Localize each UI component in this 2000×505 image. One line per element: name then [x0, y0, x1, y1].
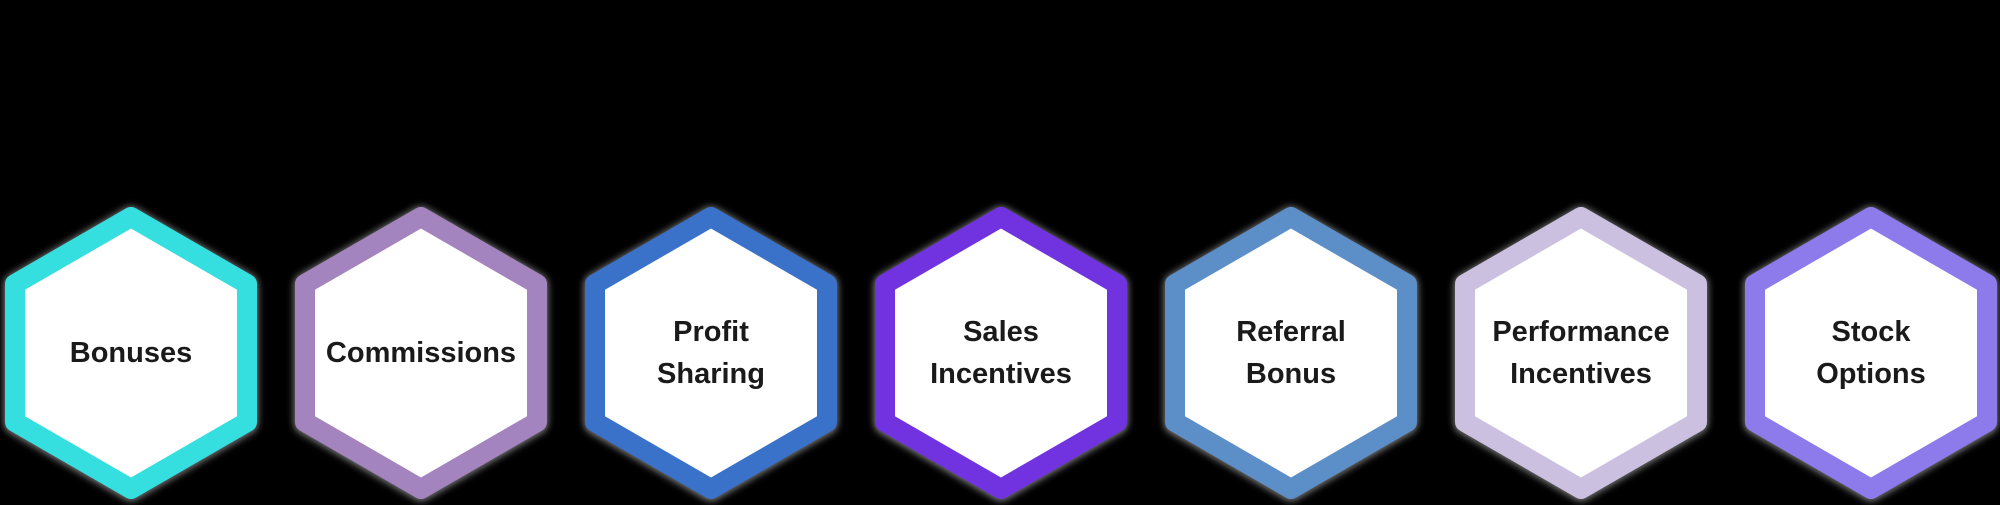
hexagon-border	[1165, 207, 1417, 499]
label-line: Bonuses	[69, 337, 193, 369]
hexagon-shape-icon	[1165, 207, 1417, 499]
hexagon-shape-icon	[1455, 207, 1707, 499]
hexagon-border	[875, 207, 1127, 499]
hexagon-border	[1745, 207, 1997, 499]
hexagon-bonuses: Bonuses	[5, 207, 257, 499]
label-line: Commissions	[325, 337, 517, 369]
hexagon-shape-icon	[875, 207, 1127, 499]
hexagon-label: Stock Options	[1771, 207, 1971, 499]
hexagon-border	[1455, 207, 1707, 499]
label-line: Sales	[963, 316, 1039, 348]
hexagon-row: Bonuses Commissions Profit Sharing	[5, 207, 1997, 499]
hexagon-shape-icon	[585, 207, 837, 499]
hexagon-label: Sales Incentives	[901, 207, 1101, 499]
hexagon-label: Commissions	[321, 207, 521, 499]
hexagon-performance-incentives: Performance Incentives	[1455, 207, 1707, 499]
label-line: Sharing	[657, 358, 765, 390]
label-line: Incentives	[1510, 358, 1652, 390]
hexagon-border	[585, 207, 837, 499]
hexagon-label: Performance Incentives	[1481, 207, 1681, 499]
hexagon-shape-icon	[5, 207, 257, 499]
label-line: Performance	[1492, 316, 1670, 348]
hexagon-sales-incentives: Sales Incentives	[875, 207, 1127, 499]
hexagon-label: Referral Bonus	[1191, 207, 1391, 499]
label-line: Referral	[1236, 316, 1346, 348]
hexagon-referral-bonus: Referral Bonus	[1165, 207, 1417, 499]
hexagon-border	[295, 207, 547, 499]
hexagon-shape-icon	[295, 207, 547, 499]
hexagon-border	[5, 207, 257, 499]
label-line: Options	[1816, 358, 1926, 390]
hexagon-commissions: Commissions	[295, 207, 547, 499]
hexagon-label: Bonuses	[31, 207, 231, 499]
hexagon-profit-sharing: Profit Sharing	[585, 207, 837, 499]
label-line: Profit	[673, 316, 749, 348]
label-line: Incentives	[930, 358, 1072, 390]
hexagon-stock-options: Stock Options	[1745, 207, 1997, 499]
hexagon-shape-icon	[1745, 207, 1997, 499]
hexagon-label: Profit Sharing	[611, 207, 811, 499]
label-line: Stock	[1831, 316, 1911, 348]
label-line: Bonus	[1245, 358, 1337, 390]
